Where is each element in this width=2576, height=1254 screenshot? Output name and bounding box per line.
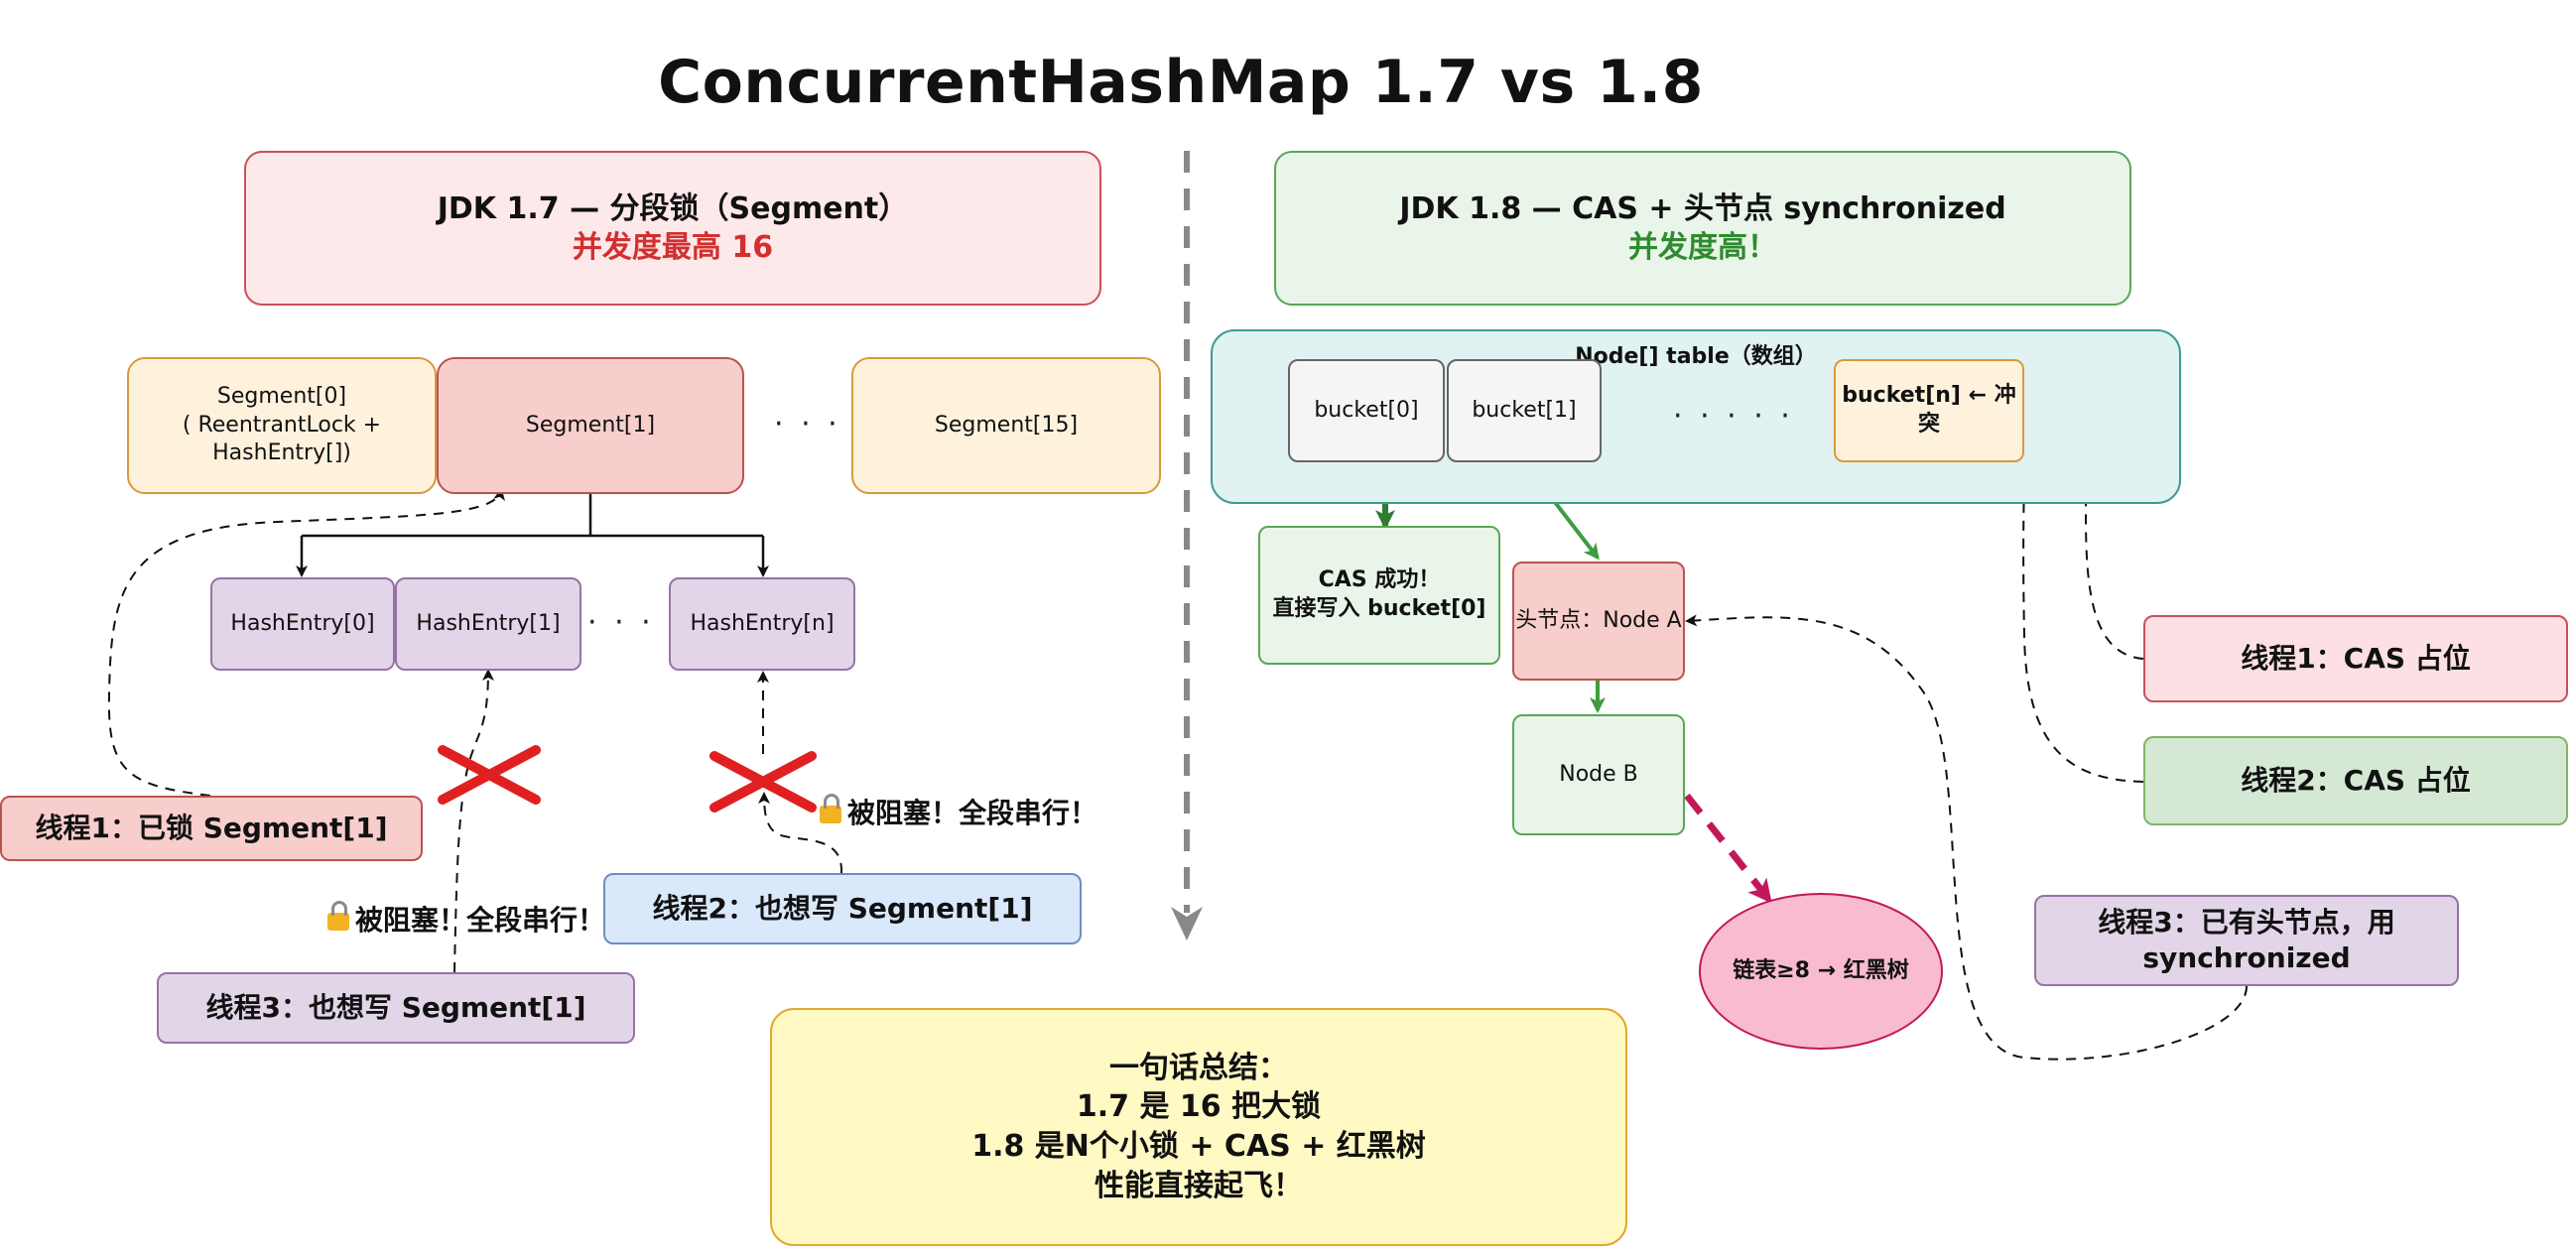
jdk18-header-box: JDK 1.8 — CAS + 头节点 synchronized 并发度高！ xyxy=(1274,151,2131,306)
jdk18-thread1-box: 线程1：CAS 占位 xyxy=(2143,615,2568,702)
cas-success-line2: 直接写入 bucket[0] xyxy=(1272,596,1486,621)
hashentry-n-label: HashEntry[n] xyxy=(690,610,835,636)
jdk18-thread2-label: 线程2：CAS 占位 xyxy=(2241,763,2471,797)
summary-box: 一句话总结： 1.7 是 16 把大锁 1.8 是N个小锁 + CAS + 红黑… xyxy=(770,1008,1627,1246)
segment-0-box: Segment[0] ( ReentrantLock + HashEntry[]… xyxy=(127,357,437,494)
head-node-label: 头节点：Node A xyxy=(1515,607,1682,633)
jdk18-thread3-line2: synchronized xyxy=(2142,941,2351,974)
jdk18-thread3-line1: 线程3：已有头节点，用 xyxy=(2098,905,2395,939)
thread3-to-head-node-arrow xyxy=(1685,614,2248,1061)
blocked-label-right: 被阻塞！全段串行！ xyxy=(820,792,1097,831)
thread1-to-segment1-arrow xyxy=(107,488,505,797)
jdk18-header-subtitle: 并发度高！ xyxy=(1628,230,1777,265)
hashentry-0-box: HashEntry[0] xyxy=(210,577,395,671)
hashentry-1-box: HashEntry[1] xyxy=(395,577,581,671)
segment-15-label: Segment[15] xyxy=(934,412,1079,438)
bucket-0-box: bucket[0] xyxy=(1288,359,1445,462)
node-table-label: Node[] table（数组） xyxy=(1575,344,1817,369)
jdk18-thread1-label: 线程1：CAS 占位 xyxy=(2241,641,2471,675)
jdk17-thread1-label: 线程1：已锁 Segment[1] xyxy=(35,811,388,844)
segment-1-label: Segment[1] xyxy=(525,412,656,438)
jdk17-header-box: JDK 1.7 — 分段锁（Segment） 并发度最高 16 xyxy=(244,151,1101,306)
hashentry-1-label: HashEntry[1] xyxy=(416,610,561,636)
segment-1-box: Segment[1] xyxy=(437,357,744,494)
bucket-0-label: bucket[0] xyxy=(1314,397,1419,423)
center-divider-arrowhead xyxy=(1171,907,1203,940)
hashentry-0-label: HashEntry[0] xyxy=(230,610,375,636)
thread1-cas-to-bucketn-arrow xyxy=(2026,405,2144,660)
jdk18-thread2-box: 线程2：CAS 占位 xyxy=(2143,736,2568,825)
segment-0-label: Segment[0] xyxy=(216,384,347,410)
lock-icon xyxy=(327,901,349,931)
blocked-cross-left xyxy=(438,745,541,805)
blocked-text-right: 被阻塞！全段串行！ xyxy=(847,797,1098,829)
jdk17-thread3-box: 线程3：也想写 Segment[1] xyxy=(157,972,635,1044)
red-black-tree-label: 链表≥8 → 红黑树 xyxy=(1733,957,1909,983)
segment-0-detail: ( ReentrantLock + HashEntry[]) xyxy=(182,412,382,466)
bucket-n-box: bucket[n] ← 冲突 xyxy=(1834,359,2024,462)
jdk17-header-title: JDK 1.7 — 分段锁（Segment） xyxy=(437,191,909,226)
thread3-to-hashentry1-arrow xyxy=(453,669,494,973)
summary-line3: 1.8 是N个小锁 + CAS + 红黑树 xyxy=(971,1129,1426,1164)
head-node-box: 头节点：Node A xyxy=(1512,562,1685,681)
red-black-tree-ellipse: 链表≥8 → 红黑树 xyxy=(1699,893,1943,1050)
jdk18-header-title: JDK 1.8 — CAS + 头节点 synchronized xyxy=(1399,191,2006,226)
node-b-label: Node B xyxy=(1559,761,1638,787)
page-title: ConcurrentHashMap 1.7 vs 1.8 xyxy=(658,48,1704,117)
blocked-label-left: 被阻塞！全段串行！ xyxy=(327,899,605,939)
jdk18-thread3-box: 线程3：已有头节点，用 synchronized xyxy=(2034,895,2459,986)
cas-success-line1: CAS 成功！ xyxy=(1318,567,1441,593)
jdk17-thread1-box: 线程1：已锁 Segment[1] xyxy=(0,796,423,861)
jdk17-thread3-label: 线程3：也想写 Segment[1] xyxy=(205,990,586,1024)
bucket-1-label: bucket[1] xyxy=(1472,397,1577,423)
jdk17-header-subtitle: 并发度最高 16 xyxy=(572,230,774,265)
jdk17-thread2-label: 线程2：也想写 Segment[1] xyxy=(652,891,1033,925)
summary-line2: 1.7 是 16 把大锁 xyxy=(1076,1089,1322,1125)
lock-icon xyxy=(820,794,841,823)
thread2-to-hashentryn-arrow xyxy=(758,792,843,874)
blocked-text-left: 被阻塞！全段串行！ xyxy=(355,904,606,937)
segment-15-box: Segment[15] xyxy=(851,357,1161,494)
jdk17-thread2-box: 线程2：也想写 Segment[1] xyxy=(603,873,1082,944)
summary-line4: 性能直接起飞！ xyxy=(1095,1168,1303,1203)
bucket-ellipsis: · · · · · xyxy=(1673,399,1794,434)
summary-line1: 一句话总结： xyxy=(1109,1050,1288,1085)
thread2-cas-to-bucketn-arrow xyxy=(2017,460,2144,783)
bucket-n-label: bucket[n] ← 冲突 xyxy=(1842,383,2016,437)
node-b-to-tree-arrow xyxy=(1684,793,1772,904)
cas-success-box: CAS 成功！ 直接写入 bucket[0] xyxy=(1258,526,1500,665)
node-b-box: Node B xyxy=(1512,714,1685,835)
bucket-1-box: bucket[1] xyxy=(1447,359,1602,462)
hashentry-n-box: HashEntry[n] xyxy=(669,577,855,671)
blocked-cross-right xyxy=(709,751,817,813)
